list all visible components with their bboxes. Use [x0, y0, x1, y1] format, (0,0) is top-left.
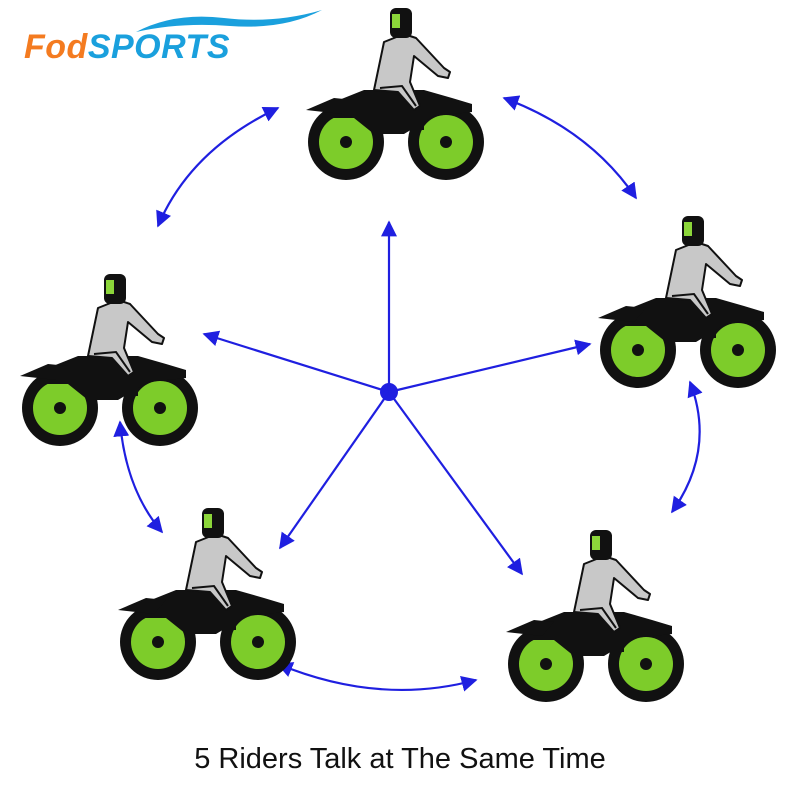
link-bottom: [278, 664, 476, 690]
link-right-bottomright: [672, 382, 700, 512]
center-spokes: [204, 222, 590, 574]
spoke-right: [389, 344, 590, 392]
brand-logo: FodSPORTS: [24, 8, 334, 72]
rider-right: [598, 216, 776, 388]
link-top-right: [504, 98, 636, 198]
rider-bottom-left: [118, 508, 296, 680]
diagram-caption: 5 Riders Talk at The Same Time: [0, 742, 800, 777]
rider-left: [20, 274, 198, 446]
brand-wordmark: FodSPORTS: [24, 30, 230, 64]
link-top-left: [158, 108, 278, 226]
spoke-bottom-left: [280, 392, 389, 548]
spoke-left: [204, 334, 389, 392]
rider-bottom-right: [506, 530, 684, 702]
spoke-bottom-right: [389, 392, 522, 574]
brand-name-part1: Fod: [24, 28, 88, 66]
brand-name-part2: SPORTS: [88, 28, 230, 66]
